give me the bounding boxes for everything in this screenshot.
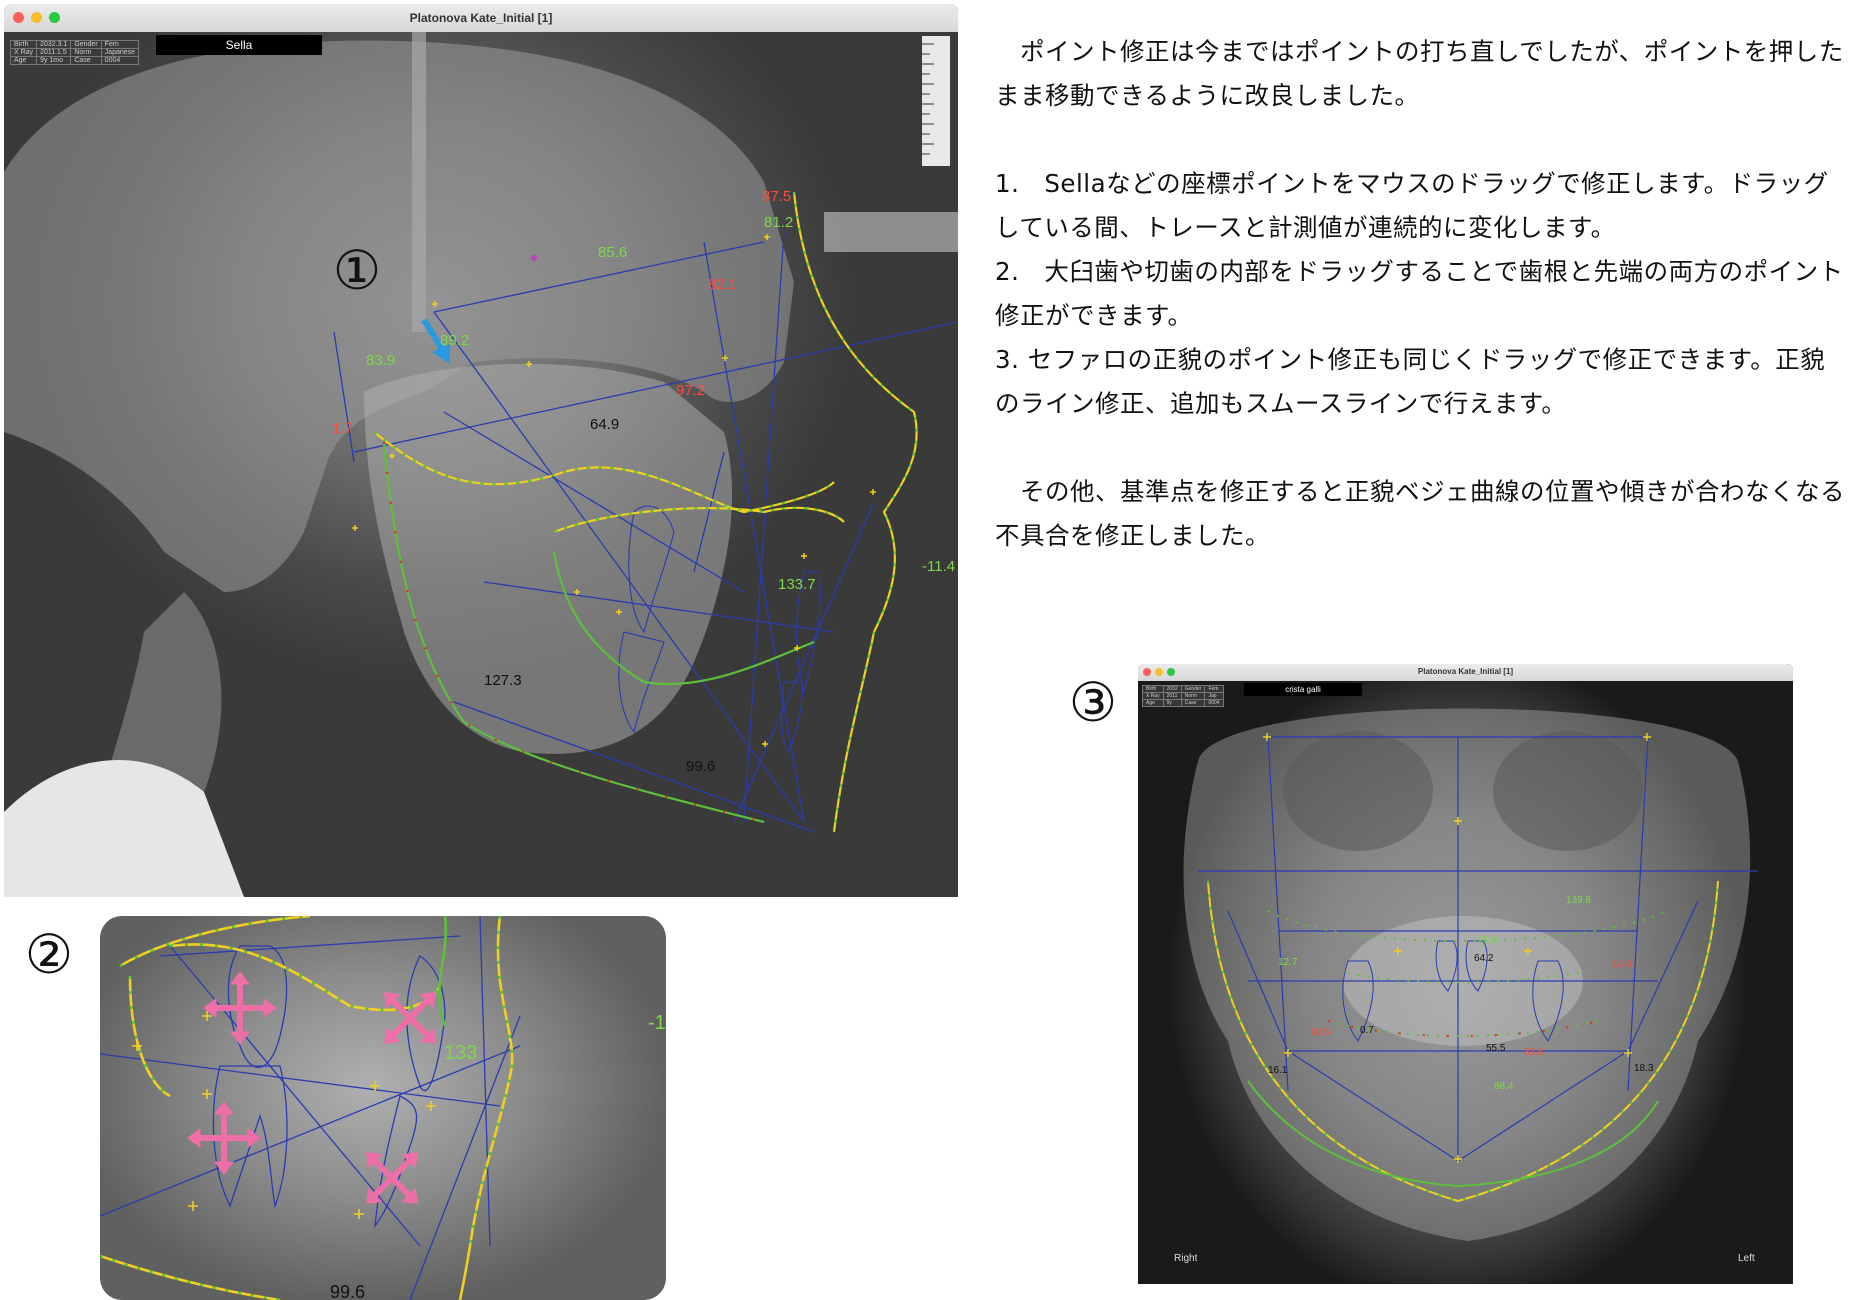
measurement-label: 85.6 — [598, 244, 628, 261]
measurement-label: 64.2 — [1474, 953, 1494, 964]
tooth-outlines — [212, 945, 446, 1229]
measurement-label: 133.7 — [778, 576, 816, 593]
measurement-label: 88.4 — [1494, 1081, 1514, 1092]
tooth-outlines — [1342, 940, 1564, 1042]
move-icon — [383, 991, 437, 1045]
measurement-label: 14.6 — [1612, 959, 1632, 970]
right-side-label: Right — [1174, 1253, 1198, 1264]
ruler-ticks — [922, 43, 934, 155]
tooth-outlines — [618, 505, 821, 754]
measurement-label: -1 — [648, 1012, 666, 1034]
window-titlebar: Platonova Kate_Initial [1] — [1138, 664, 1793, 682]
nasion-rod — [824, 212, 958, 252]
measurement-label: 89.2 — [440, 332, 470, 349]
face-bone-shape — [364, 363, 733, 754]
head-holder-rod — [412, 32, 426, 332]
measurement-label: 10.5 — [1310, 1027, 1330, 1038]
lateral-tracing-svg[interactable] — [4, 32, 958, 897]
measurement-label: 16.1 — [1268, 1065, 1288, 1076]
move-icon — [365, 1151, 419, 1205]
measurement-label: 12.7 — [1278, 957, 1298, 968]
left-side-label: Left — [1738, 1253, 1755, 1264]
orbit-right — [1283, 731, 1433, 851]
window-titlebar: Platonova Kate_Initial [1] — [4, 4, 958, 33]
measurement-label: 127.3 — [484, 672, 522, 689]
reference-lines — [333, 231, 958, 833]
measurement-label: 83.9 — [366, 352, 396, 369]
measurement-label: 1.7 — [332, 420, 353, 437]
current-point-label: crista galli — [1244, 683, 1362, 696]
measurement-label: 64.9 — [590, 416, 620, 433]
trace-curves — [373, 191, 918, 833]
current-point-label: Sella — [156, 35, 322, 55]
close-window-button[interactable] — [1143, 668, 1151, 676]
step-number-1: ① — [332, 239, 382, 302]
measurement-label: 81.2 — [764, 214, 794, 231]
trace-curves — [100, 916, 514, 1300]
shoulder-shape — [4, 759, 244, 897]
drag-move-icons — [187, 971, 437, 1205]
window-title: Platonova Kate_Initial [1] — [409, 11, 553, 25]
measurement-label: 82.1 — [708, 276, 738, 293]
window-title: Platonova Kate_Initial [1] — [1417, 667, 1514, 676]
feature-item-1: 1. Sellaなどの座標ポイントをマウスのドラッグで修正します。ドラッグしてい… — [995, 169, 1829, 242]
minimize-window-button[interactable] — [1155, 668, 1163, 676]
measurement-label: 133 — [444, 1042, 478, 1064]
measurement-label: 99.6 — [330, 1282, 366, 1300]
measurement-label: -11.4 — [922, 558, 956, 575]
landmark-crosses — [352, 234, 876, 747]
reference-lines — [1198, 736, 1758, 1162]
inset-tracing-svg[interactable] — [100, 916, 666, 1300]
ruler — [922, 36, 950, 166]
description-text: ポイント修正は今まではポイントの打ち直しでしたが、ポイントを押したまま移動できる… — [995, 30, 1845, 558]
landmark-crosses — [1263, 733, 1651, 1163]
lateral-ceph-window: Platonova Kate_Initial [1] — [4, 4, 958, 897]
frontal-ceph-window: Platonova Kate_Initial [1] — [1138, 664, 1793, 1284]
measurement-label: 33.6 — [1524, 1047, 1544, 1058]
measurement-label: 99.6 — [686, 758, 716, 775]
measurement-label: 139.8 — [1566, 895, 1592, 906]
move-icon — [187, 1101, 261, 1175]
feature-item-2: 2. 大臼歯や切歯の内部をドラッグすることで歯根と先端の両方のポイント修正ができ… — [995, 257, 1844, 330]
step-number-3: ③ — [1068, 671, 1118, 734]
porion-point — [531, 255, 537, 261]
measurement-label: 55.5 — [1486, 1043, 1506, 1054]
intro-paragraph: ポイント修正は今まではポイントの打ち直しでしたが、ポイントを押したまま移動できる… — [995, 37, 1844, 110]
move-icon — [203, 971, 277, 1045]
drag-arrow-icon — [421, 318, 450, 364]
step-number-2: ② — [24, 923, 74, 986]
minimize-window-button[interactable] — [31, 12, 42, 23]
landmark-crosses — [132, 1011, 436, 1219]
feature-item-3: 3. セファロの正貌のポイント修正も同じくドラッグで修正できます。正貌のライン修… — [995, 345, 1826, 418]
measurement-label: 97.2 — [676, 382, 706, 399]
measurement-label: 87.5 — [762, 188, 792, 205]
frontal-tracing-svg[interactable] — [1138, 681, 1793, 1284]
teeth-drag-inset: 133 -1 99.6 — [100, 916, 666, 1300]
trace-curves — [1207, 880, 1719, 1203]
measurement-label: 0.7 — [1360, 1025, 1374, 1036]
zoom-window-button[interactable] — [1167, 668, 1175, 676]
measurement-label: 18.3 — [1634, 1063, 1654, 1074]
measurement-label: 23.9 — [1478, 935, 1498, 946]
zoom-window-button[interactable] — [49, 12, 60, 23]
close-window-button[interactable] — [13, 12, 24, 23]
cranium-shape — [4, 40, 794, 593]
fix-paragraph: その他、基準点を修正すると正貌ベジェ曲線の位置や傾きが合わなくなる不具合を修正し… — [995, 477, 1845, 550]
reference-lines — [100, 916, 521, 1300]
orbit-left — [1493, 731, 1643, 851]
